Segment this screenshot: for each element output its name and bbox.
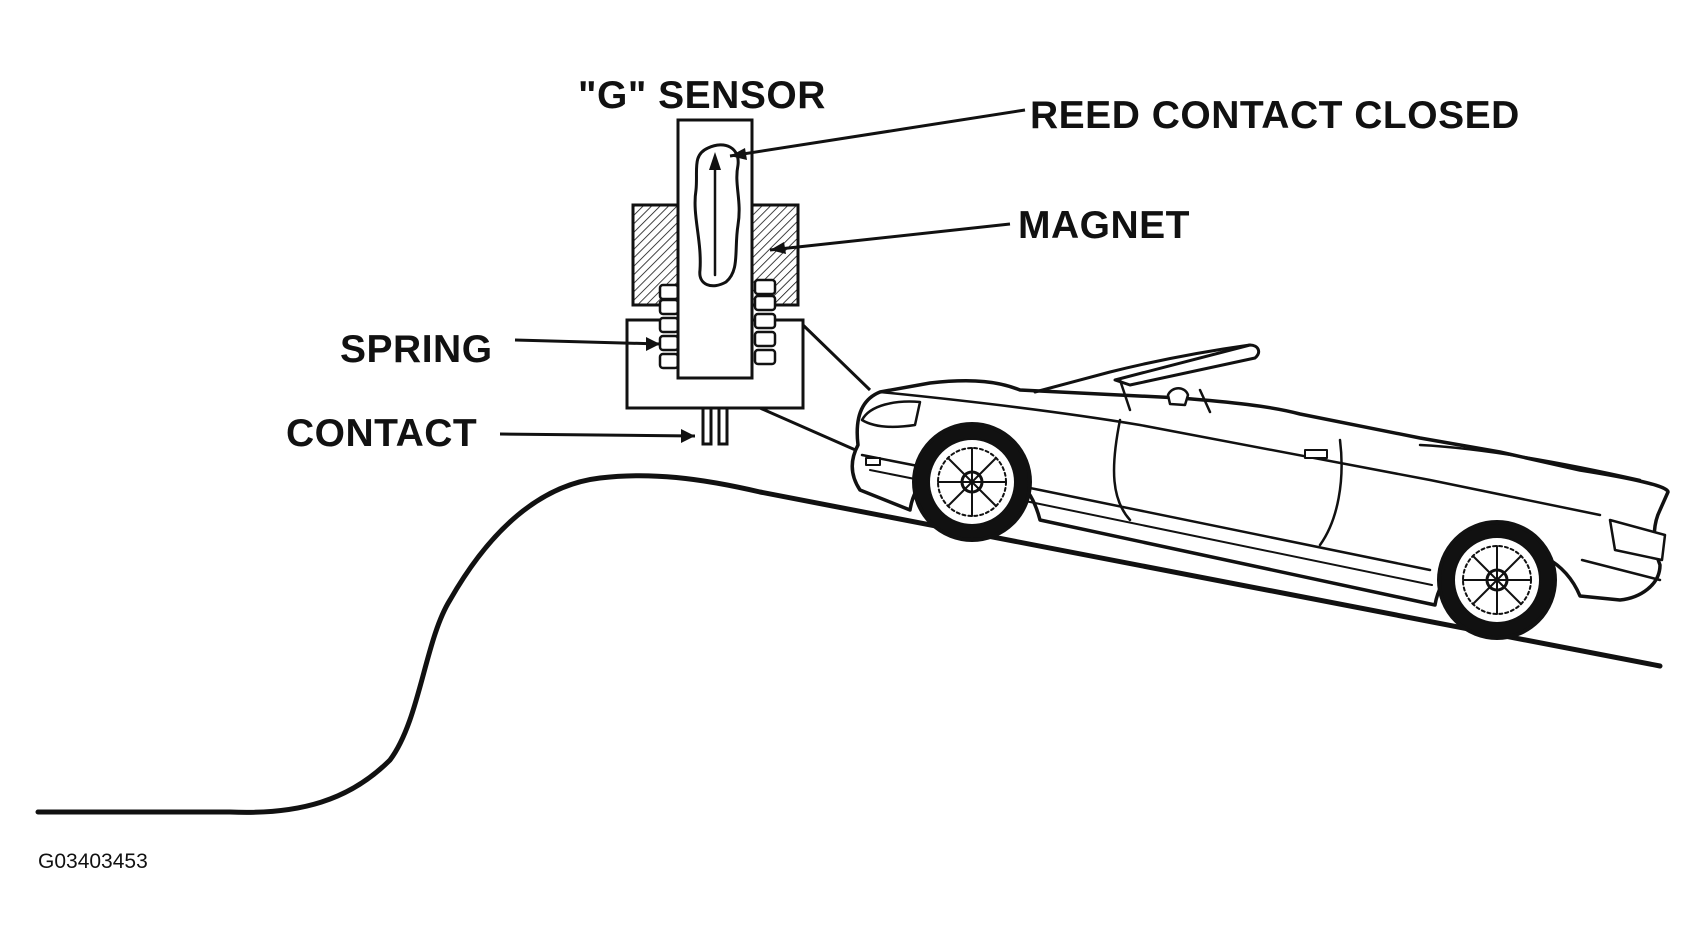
leader-arrowheads [646,148,786,443]
label-spring: SPRING [340,328,493,371]
spring-coils-left [658,283,680,370]
figure-id: G03403453 [38,850,148,873]
spring-coils-right [753,278,777,366]
label-g-sensor: "G" SENSOR [578,74,826,117]
label-contact: CONTACT [286,412,477,455]
hill-terrain [35,473,1663,815]
contact-pins [701,406,729,446]
label-reed-contact-closed: REED CONTACT CLOSED [1030,94,1520,137]
g-sensor-body [625,118,805,446]
leader-lines [499,108,1026,454]
reed-arrow [709,152,721,170]
rear-wheel [1437,520,1557,640]
label-magnet: MAGNET [1018,204,1190,247]
convertible-car [850,343,1670,640]
front-wheel [912,422,1032,542]
reed-contact [693,143,741,288]
